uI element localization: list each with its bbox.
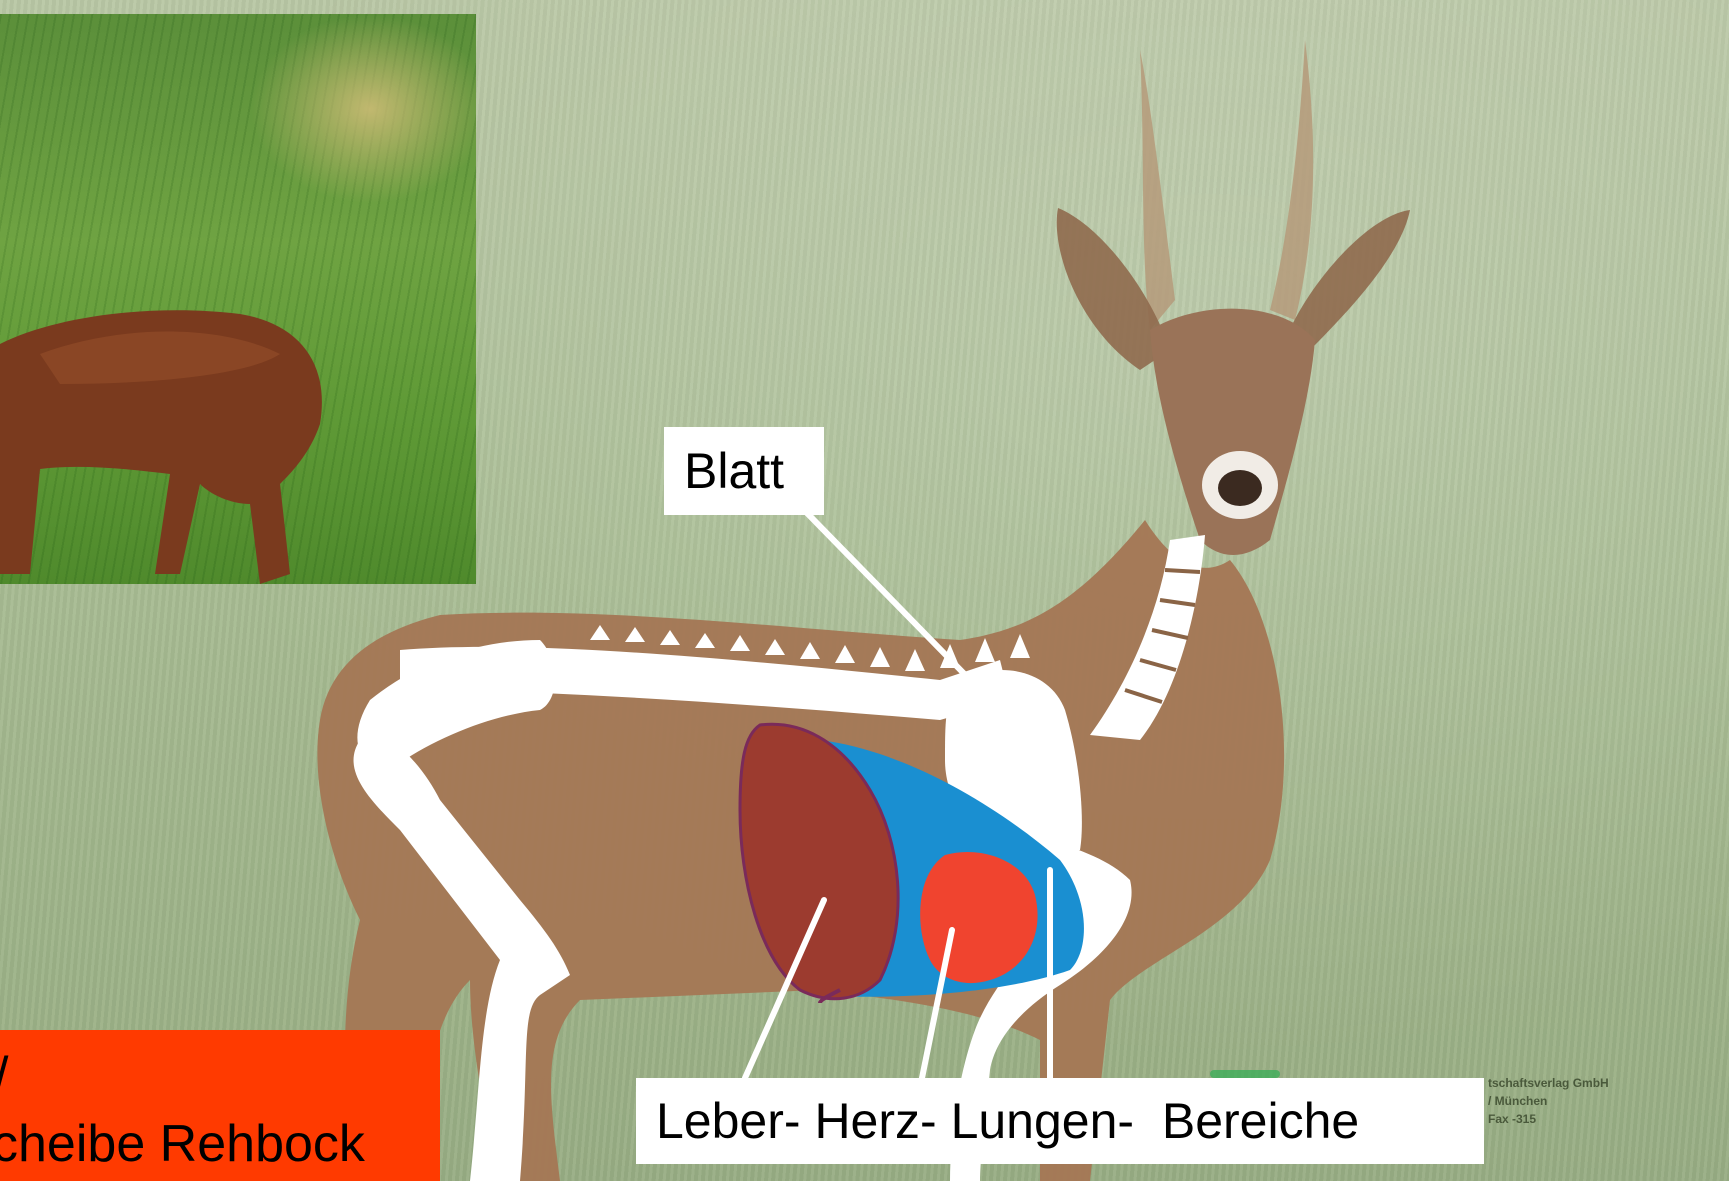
grazing-deer-image: [0, 14, 476, 584]
publisher-logo-mark: [1210, 1070, 1280, 1078]
label-leber: Leber-: [656, 1096, 801, 1146]
right-antler: [1270, 40, 1313, 320]
label-blatt: Blatt: [664, 427, 824, 515]
label-organ-areas: Leber- Herz- Lungen- Bereiche: [636, 1078, 1484, 1164]
publisher-line-3: Fax -315: [1488, 1110, 1688, 1128]
publisher-line-2: / München: [1488, 1092, 1688, 1110]
title-line-2: cheibe Rehbock: [0, 1114, 365, 1174]
publisher-line-1: tschaftsverlag GmbH: [1488, 1074, 1688, 1092]
label-blatt-text: Blatt: [684, 446, 784, 496]
title-line-1: /: [0, 1046, 8, 1106]
publisher-imprint: tschaftsverlag GmbH / München Fax -315: [1488, 1074, 1688, 1128]
left-antler: [1140, 50, 1175, 330]
label-bereiche: Bereiche: [1162, 1096, 1359, 1146]
label-herz: Herz-: [814, 1096, 936, 1146]
label-lungen: Lungen-: [951, 1096, 1135, 1146]
inset-deer-photo: [0, 14, 476, 584]
title-box: / cheibe Rehbock: [0, 1030, 440, 1181]
